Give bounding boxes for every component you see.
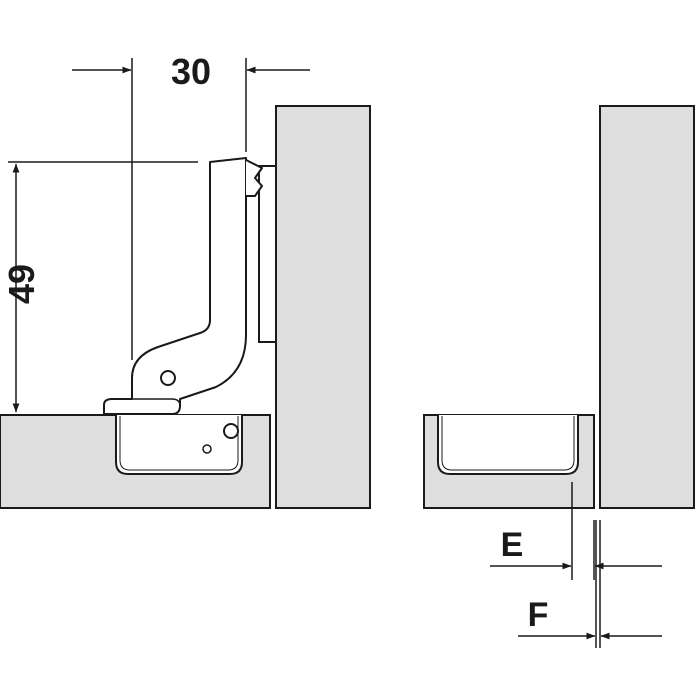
hinge-arm — [103, 157, 247, 415]
dim-e-label: E — [501, 526, 524, 564]
hinge-arm-adjustment-screw — [245, 159, 263, 197]
hinge-cup — [115, 415, 243, 475]
hinge-mounting-plate — [258, 165, 277, 343]
right-cup-recess-inner-edge — [441, 416, 575, 471]
hinge-arm-flange — [112, 398, 181, 407]
hinge-arm-pivot — [160, 370, 176, 386]
dim-f-label: F — [528, 596, 549, 634]
cup-screw-hole-small — [202, 444, 212, 454]
right-cup-recess — [437, 415, 579, 475]
hinge-cup-inner-edge — [119, 416, 239, 471]
cup-screw-hole-large — [223, 423, 239, 439]
left-cabinet-side-panel — [275, 105, 371, 509]
dim-30-label: 30 — [171, 51, 211, 92]
right-cabinet-side-panel — [599, 105, 695, 509]
dim-49-label: 49 — [1, 264, 42, 304]
